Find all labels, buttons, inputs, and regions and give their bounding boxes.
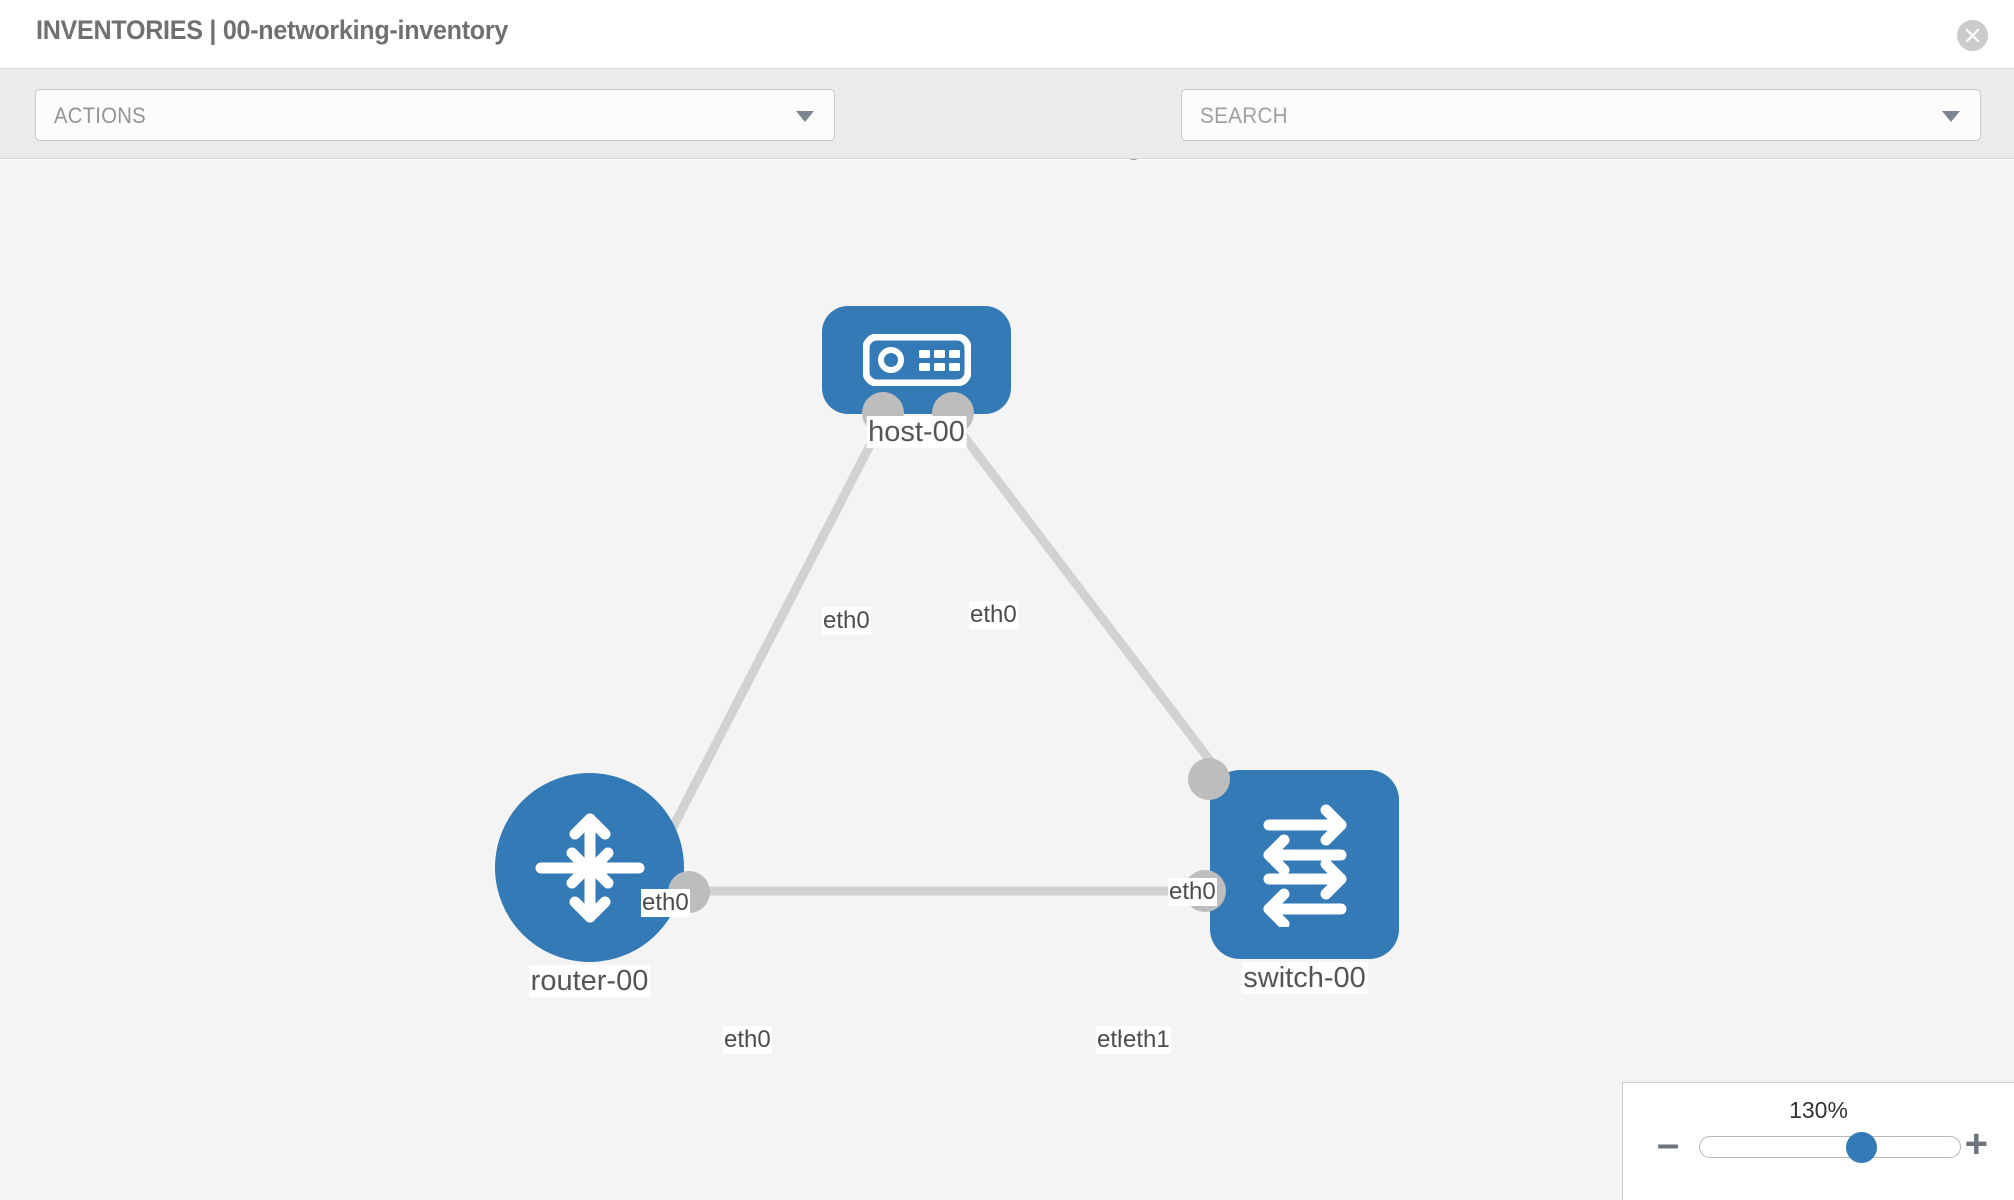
zoom-slider[interactable] bbox=[1699, 1132, 1961, 1163]
zoom-out-button[interactable]: – bbox=[1657, 1122, 1680, 1166]
topology-node-label: router-00 bbox=[528, 965, 651, 998]
page-title: INVENTORIES | 00-networking-inventory bbox=[36, 15, 509, 45]
zoom-level-value: 130% bbox=[1789, 1097, 1848, 1123]
actions-dropdown-label: ACTIONS bbox=[54, 103, 146, 128]
interface-label-router-00-up: eth0 bbox=[641, 889, 690, 917]
interface-label-host-00-left: eth0 bbox=[822, 607, 871, 635]
interface-label-host-00-right: eth0 bbox=[969, 601, 1018, 629]
toolbar: ACTIONS SEARCH bbox=[0, 69, 2014, 197]
topology-node-router-00[interactable]: router-00 bbox=[495, 773, 710, 998]
topology-node-host-00[interactable]: host-00 bbox=[822, 306, 1011, 449]
search-input[interactable]: SEARCH bbox=[1181, 89, 1981, 141]
topology-links bbox=[668, 419, 1244, 896]
topology-node-switch-00[interactable]: switch-00 bbox=[1184, 758, 1399, 995]
topology-node-label: switch-00 bbox=[1241, 962, 1368, 995]
page-header: INVENTORIES | 00-networking-inventory bbox=[0, 0, 2014, 69]
port-switch-00-eth0[interactable] bbox=[1188, 758, 1230, 800]
chevron-down-icon[interactable] bbox=[1942, 111, 1960, 122]
zoom-slider-thumb[interactable] bbox=[1846, 1132, 1878, 1163]
switch-arrows-icon bbox=[1210, 770, 1399, 959]
topology-node-label: host-00 bbox=[866, 416, 967, 449]
zoom-in-button[interactable]: + bbox=[1964, 1122, 1988, 1166]
zoom-control-panel: 130% – + bbox=[1622, 1082, 2014, 1200]
search-placeholder: SEARCH bbox=[1200, 103, 1288, 128]
interface-label-router-00-eth0: eth0 bbox=[723, 1026, 772, 1054]
chevron-down-icon bbox=[796, 111, 814, 122]
server-appliance-icon bbox=[822, 306, 1011, 414]
link-host00-router00 bbox=[668, 419, 886, 832]
interface-label-switch-00-up: eth0 bbox=[1168, 878, 1217, 906]
link-host00-switch00 bbox=[949, 419, 1244, 803]
topology-canvas[interactable]: host-00 bbox=[0, 160, 2014, 1200]
interface-label-switch-00-eth1: eth1 bbox=[1122, 1026, 1171, 1054]
router-arrows-icon bbox=[495, 773, 684, 962]
actions-dropdown[interactable]: ACTIONS bbox=[35, 89, 835, 141]
close-icon[interactable] bbox=[1957, 20, 1988, 51]
